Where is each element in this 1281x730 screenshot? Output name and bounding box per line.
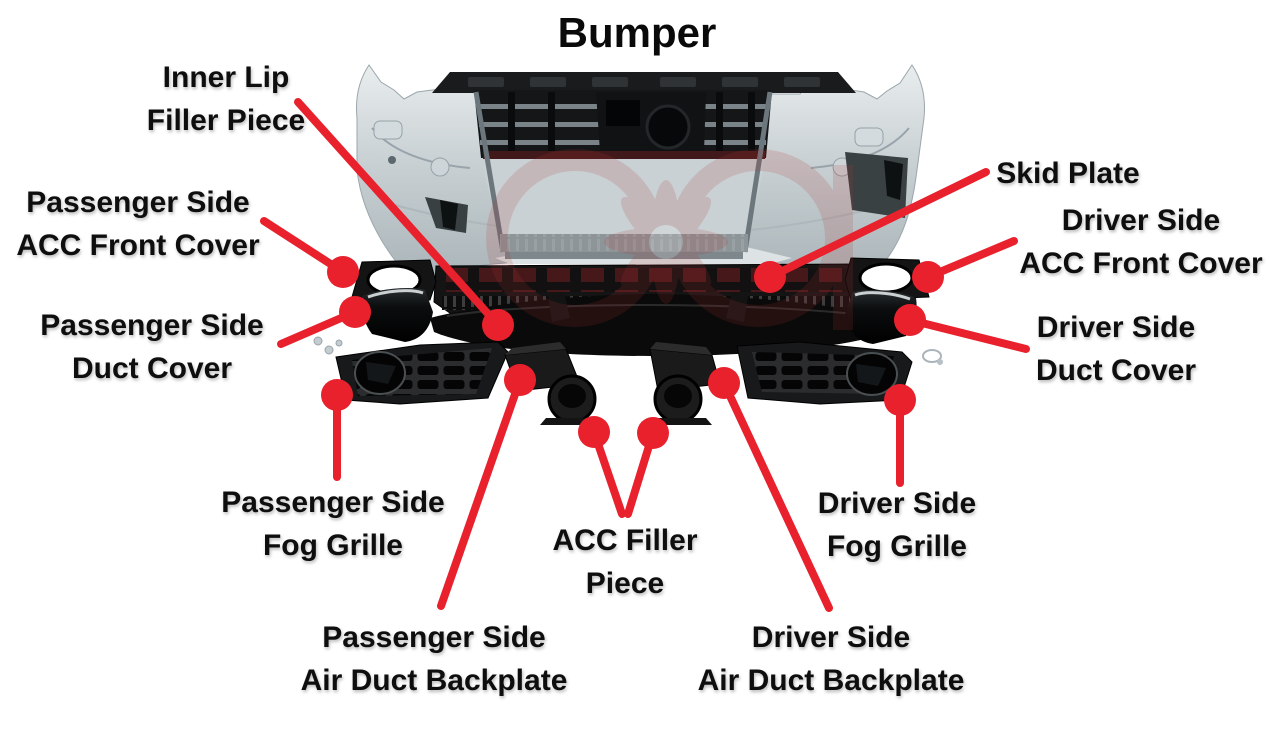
grille-lower-panel: [481, 158, 766, 250]
label-driver-fog-grille: Driver Side Fog Grille: [767, 482, 1027, 568]
watermark-logo: [486, 149, 853, 330]
dot-driver-duct: [894, 304, 926, 336]
sensor-hole-left: [388, 156, 396, 164]
dot-inner-lip: [482, 309, 514, 341]
dot-passenger-duct: [339, 296, 371, 328]
valance-fin-left: [548, 292, 570, 322]
label-line: ACC Front Cover: [16, 229, 260, 262]
label-line: Driver Side: [817, 487, 977, 520]
side-vent-left-duct: [440, 200, 458, 230]
radiator-top-slots: [468, 77, 820, 87]
label-line: Fog Grille: [826, 530, 967, 563]
leader-driver-backplate: [720, 379, 833, 612]
driver-air-duct-backplate-part: [646, 342, 721, 425]
leader-skid-plate: [766, 168, 990, 281]
drv-duct-gloss: [854, 291, 911, 301]
inner-lip-ribs: [500, 234, 748, 252]
label-line: Duct Cover: [71, 352, 233, 385]
label-line: Driver Side: [1061, 204, 1221, 237]
passenger-duct-cover-part: [361, 288, 433, 342]
side-marker-left: [373, 120, 403, 140]
label-line: Duct Cover: [1035, 354, 1197, 387]
label-line: Passenger Side: [221, 486, 445, 519]
dot-acc-filler-right: [637, 417, 669, 449]
driver-acc-front-cover-part: [844, 257, 930, 301]
label-passenger-air-duct-backplate: Passenger Side Air Duct Backplate: [262, 616, 606, 702]
label-line: Driver Side: [751, 621, 911, 654]
label-line: ACC Front Cover: [1019, 247, 1263, 280]
bracket-slot: [606, 100, 640, 126]
side-vent-right-duct: [884, 160, 903, 200]
dot-driver-backplate: [708, 367, 740, 399]
label-acc-filler-piece: ACC Filler Piece: [505, 519, 745, 605]
label-line: Driver Side: [1036, 311, 1196, 344]
grille-round-opening: [645, 104, 691, 150]
label-line: Passenger Side: [26, 186, 250, 219]
grille-frame-right: [742, 91, 773, 253]
leader-inner-lip: [294, 98, 502, 329]
washer-cap-left: [430, 157, 450, 177]
annotation-dots: [321, 256, 944, 449]
inner-lip-shadow: [505, 252, 743, 259]
drv-cup-bore: [664, 384, 692, 408]
dot-skid-plate: [754, 261, 786, 293]
label-line: Fog Grille: [262, 529, 403, 562]
label-driver-acc-front-cover: Driver Side ACC Front Cover: [998, 199, 1281, 285]
dot-driver-fog: [884, 384, 916, 416]
pass-backplate-top: [505, 342, 566, 355]
drv-backplate-top: [650, 342, 712, 355]
label-line: Skid Plate: [996, 157, 1140, 190]
label-line: Filler Piece: [146, 104, 306, 137]
pass-fog-blade: [366, 362, 396, 384]
leader-driver-duct: [906, 316, 1030, 353]
leader-passenger-backplate: [437, 376, 524, 610]
dot-passenger-backplate: [504, 364, 536, 396]
label-line: Air Duct Backplate: [300, 664, 568, 697]
maroon-strip: [483, 151, 765, 159]
label-inner-lip-filler-piece: Inner Lip Filler Piece: [76, 56, 376, 142]
label-driver-duct-cover: Driver Side Duct Cover: [986, 306, 1246, 392]
lower-valance: [430, 292, 903, 356]
hardware-left: [313, 336, 343, 355]
label-line: Piece: [585, 567, 665, 600]
pass-duct-gloss: [367, 289, 424, 299]
label-passenger-fog-grille: Passenger Side Fog Grille: [195, 481, 471, 567]
grille-assembly: [432, 72, 856, 259]
label-skid-plate: Skid Plate: [948, 152, 1188, 195]
pass-duct-body: [361, 288, 433, 342]
label-passenger-duct-cover: Passenger Side Duct Cover: [14, 304, 290, 390]
valance-fin-right: [726, 292, 748, 322]
side-marker-right: [854, 127, 884, 147]
label-line: Inner Lip: [162, 61, 290, 94]
dot-driver-acc: [912, 261, 944, 293]
page-title: Bumper: [557, 9, 717, 56]
driver-fog-grille-part: [736, 341, 913, 405]
grille-verticals: [508, 92, 755, 156]
label-passenger-acc-front-cover: Passenger Side ACC Front Cover: [0, 181, 276, 267]
label-line: ACC Filler: [552, 524, 698, 557]
label-line: Passenger Side: [40, 309, 264, 342]
dot-passenger-fog: [321, 379, 353, 411]
drv-acc-hole: [858, 262, 914, 294]
drv-fog-blade: [856, 364, 886, 386]
grille-frame-left: [473, 91, 506, 253]
label-line: Air Duct Backplate: [697, 664, 965, 697]
hardware-right: [922, 349, 943, 365]
label-line: Passenger Side: [322, 621, 546, 654]
label-driver-air-duct-backplate: Driver Side Air Duct Backplate: [659, 616, 1003, 702]
passenger-fog-grille-part: [335, 341, 509, 405]
dot-passenger-acc: [327, 256, 359, 288]
dot-acc-filler-left: [578, 416, 610, 448]
pass-cup-bore: [558, 384, 586, 408]
